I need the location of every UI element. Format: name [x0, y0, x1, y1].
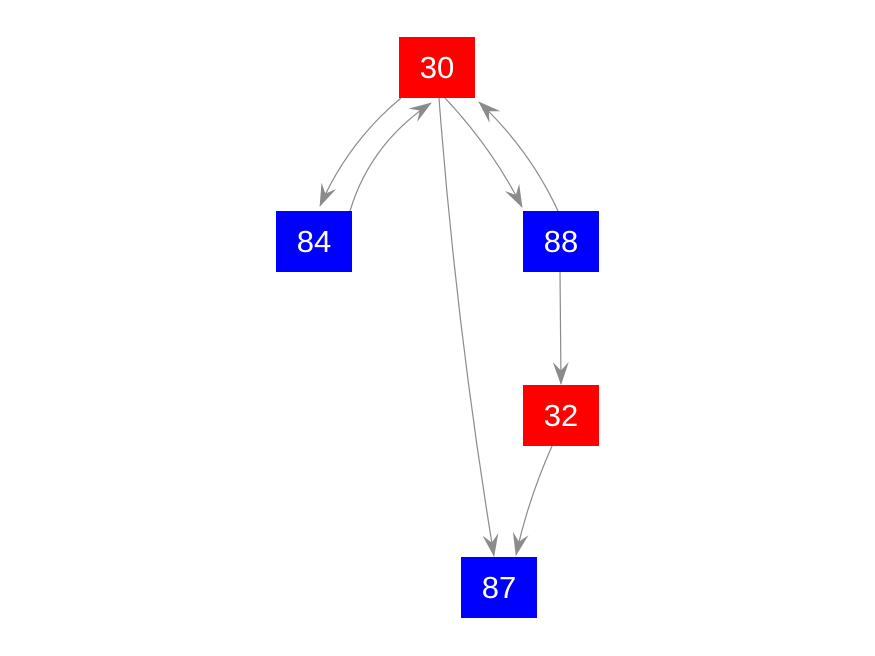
node-box-32[interactable]: [523, 385, 599, 446]
graph-edge-32-87: [512, 445, 553, 556]
graph-edge-88-32: [552, 271, 569, 385]
node-box-87[interactable]: [461, 557, 537, 618]
graph-node-30[interactable]: 30: [399, 37, 475, 98]
graph-node-84[interactable]: 84: [276, 211, 352, 272]
graph-edge-30-87: [438, 97, 499, 557]
graph-edge-30-84: [319, 97, 402, 207]
graph-edge-84-30: [349, 102, 432, 212]
graph-node-88[interactable]: 88: [523, 211, 599, 272]
graph-node-87[interactable]: 87: [461, 557, 537, 618]
node-box-88[interactable]: [523, 211, 599, 272]
graph-node-32[interactable]: 32: [523, 385, 599, 446]
graph-edge-88-30: [478, 101, 559, 212]
node-box-84[interactable]: [276, 211, 352, 272]
graph-edge-30-88: [444, 97, 523, 208]
node-box-30[interactable]: [399, 37, 475, 98]
